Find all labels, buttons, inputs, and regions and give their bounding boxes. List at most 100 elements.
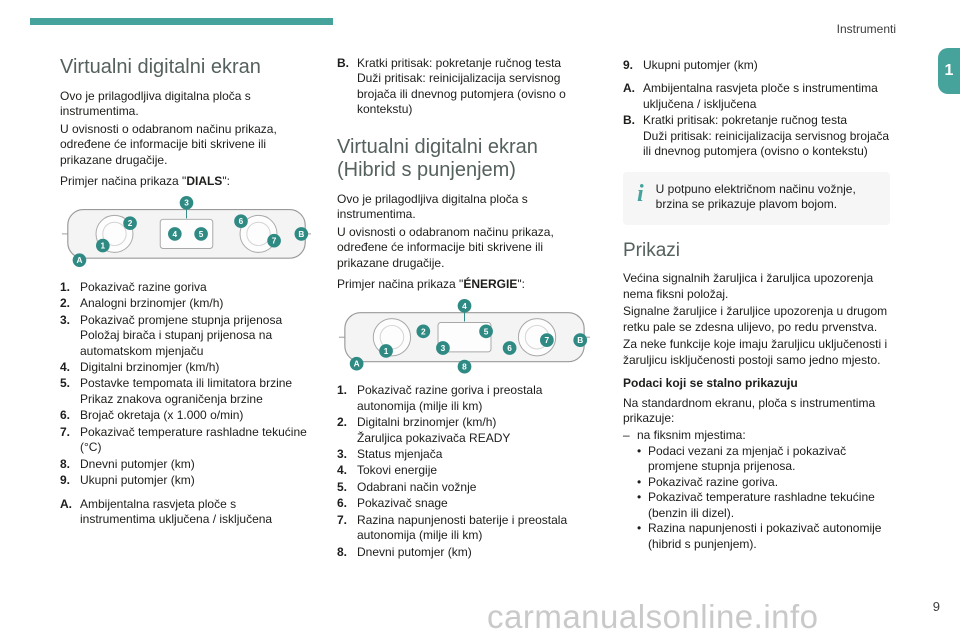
list-item-number: 2. xyxy=(60,296,71,311)
section-header: Instrumenti xyxy=(836,22,896,36)
example-prefix: Primjer načina prikaza " xyxy=(337,277,464,292)
legend-list: 1.Pokazivač razine goriva 2.Analogni brz… xyxy=(60,280,313,528)
example-mode: ÉNERGIE xyxy=(463,277,518,292)
dash-list-item: – na fiksnim mjestima: xyxy=(623,428,890,443)
callout: 3 xyxy=(179,195,194,210)
callout: 5 xyxy=(194,226,208,241)
callout: 4 xyxy=(457,298,472,313)
legend-list: 1.Pokazivač razine goriva i preostala au… xyxy=(337,383,592,560)
paragraph: U ovisnosti o odabranom načinu prikaza, … xyxy=(60,121,277,167)
paragraph: Ovo je prilagodljiva digitalna ploča s i… xyxy=(60,89,251,119)
svg-text:A: A xyxy=(354,358,360,368)
list-item-text: Ambijentalna rasvjeta ploče s instrument… xyxy=(80,496,273,527)
bullet-marker: • xyxy=(637,521,642,536)
list-item-text: Digitalni brzinomjer (km/h) Žaruljica po… xyxy=(357,415,511,445)
list-item: 5.Odabrani način vožnje xyxy=(337,480,592,495)
example-suffix: ": xyxy=(517,277,525,292)
dash-marker: – xyxy=(623,428,630,443)
list-item-number: 8. xyxy=(337,544,348,559)
bullet-list-item: • Podaci vezani za mjenjač i pokazivač p… xyxy=(637,444,890,475)
svg-text:6: 6 xyxy=(239,217,244,226)
list-item: 2. Analogni brzinomjer (km/h) xyxy=(60,296,313,311)
callout: 1 xyxy=(379,343,393,358)
list-item-number: A. xyxy=(623,81,635,96)
list-item-text: Pokazivač temperature rashladne tekućine… xyxy=(80,424,307,455)
list-item-number: 8. xyxy=(60,456,71,471)
list-item-text: Digitalni brzinomjer (km/h) xyxy=(80,360,220,374)
list-item-text: Dnevni putomjer (km) xyxy=(80,456,195,471)
list-item-number: 7. xyxy=(60,424,71,439)
list-item-text: Status mjenjača xyxy=(357,447,443,462)
svg-text:1: 1 xyxy=(384,346,389,356)
callout: 7 xyxy=(540,332,554,347)
svg-text:2: 2 xyxy=(128,219,133,228)
bullet-list-item: • Pokazivač razine goriva. xyxy=(637,475,890,490)
column-right: 9.Ukupni putomjer (km) A.Ambijentalna ra… xyxy=(623,56,890,552)
bullet-item-text: Pokazivač razine goriva. xyxy=(648,474,779,489)
list-item-number: 3. xyxy=(60,312,71,327)
svg-text:A: A xyxy=(76,256,82,265)
list-item-text: Odabrani način vožnje xyxy=(357,479,477,494)
chapter-number: 1 xyxy=(944,62,954,79)
instrument-cluster-diagram: 3 1 2 4 5 6 7 B A xyxy=(61,195,312,267)
list-item-number: 5. xyxy=(60,376,71,391)
callout: 6 xyxy=(502,340,517,355)
bullet-item-text: Razina napunjenosti i pokazivač autonomi… xyxy=(648,521,882,551)
list-item-text: Ambijentalna rasvjeta ploče s instrument… xyxy=(643,81,878,111)
list-item-number: 4. xyxy=(337,463,348,478)
bullet-marker: • xyxy=(637,443,642,458)
svg-text:2: 2 xyxy=(421,326,426,336)
column-middle: B. Kratki pritisak: pokretanje ručnog tes… xyxy=(337,56,592,561)
list-item: 8. Dnevni putomjer (km) xyxy=(337,545,592,560)
list-item-text: Kratki pritisak: pokretanje ručnog testa… xyxy=(357,56,566,117)
svg-text:4: 4 xyxy=(462,300,467,310)
list-item: 5. Postavke tempomata ili limitatora brzi… xyxy=(60,376,313,407)
info-note: i U potpuno električnom načinu vožnje, b… xyxy=(623,171,890,225)
list-item-number: 1. xyxy=(337,383,348,398)
list-item: 4. Tokovi energije xyxy=(337,463,592,478)
paragraph: Signalne žaruljice i žaruljice upozorenj… xyxy=(623,304,888,334)
list-item-number: 6. xyxy=(60,408,71,423)
list-item-text: Tokovi energije xyxy=(357,463,438,478)
figure-dials-cluster: 3 1 2 4 5 6 7 B A xyxy=(60,194,313,272)
svg-text:5: 5 xyxy=(484,326,489,336)
list-item-text: Postavke tempomata ili limitatora brzine… xyxy=(80,376,293,406)
list-item-number: 9. xyxy=(623,58,634,72)
callout: B xyxy=(294,226,309,241)
list-item-number: 4. xyxy=(60,360,71,374)
column-left: Virtualni digitalni ekran Ovo je prilago… xyxy=(60,56,313,529)
list-item-text: Kratki pritisak: pokretanje ručnog testa… xyxy=(643,113,890,159)
svg-text:5: 5 xyxy=(199,230,204,239)
page-number: 9 xyxy=(932,599,940,614)
subsection-title: Podaci koji se stalno prikazuju xyxy=(623,376,798,391)
list-item-text: Analogni brzinomjer (km/h) xyxy=(80,296,224,311)
list-item-number: A. xyxy=(60,496,72,511)
list-item-number: B. xyxy=(337,56,349,70)
list-item: 6.Brojač okretaja (x 1.000 o/min) xyxy=(60,408,313,423)
callout: A xyxy=(72,253,87,267)
list-item-text: Pokazivač promjene stupnja prijenosa Pol… xyxy=(80,312,283,358)
instrument-cluster-diagram: A 1 2 3 4 5 6 7 8 B xyxy=(338,298,591,374)
list-item: 2.Digitalni brzinomjer (km/h) Žaruljica … xyxy=(337,415,592,446)
list-item-text: Ukupni putomjer (km) xyxy=(80,473,195,488)
bullet-item-text: Podaci vezani za mjenjač i pokazivač pro… xyxy=(648,443,847,474)
list-item: 6.Pokazivač snage xyxy=(337,496,592,511)
paragraph: Na standardnom ekranu, ploča s instrumen… xyxy=(623,395,876,425)
callout: 6 xyxy=(234,214,248,228)
list-item-number: 7. xyxy=(337,512,348,527)
list-item-text: Dnevni putomjer (km) xyxy=(357,544,472,559)
example-line: Primjer načina prikaza "DIALS": xyxy=(60,174,313,189)
callout: 4 xyxy=(168,226,182,241)
list-item-number: 1. xyxy=(60,279,71,294)
section-title: Prikazi xyxy=(623,239,681,261)
example-line: Primjer načina prikaza "ÉNERGIE": xyxy=(337,277,592,292)
list-item: B. Kratki pritisak: pokretanje ručnog tes… xyxy=(337,56,592,118)
list-item: 3. Pokazivač promjene stupnja prijenosa P… xyxy=(60,313,313,359)
list-item-text: Razina napunjenosti baterije i preostala… xyxy=(357,512,568,543)
page-title: Virtualni digitalni ekran xyxy=(60,56,261,78)
svg-text:4: 4 xyxy=(173,230,178,239)
paragraph: Za neke funkcije koje imaju žaruljicu uk… xyxy=(623,337,888,367)
svg-text:3: 3 xyxy=(184,198,189,207)
svg-text:7: 7 xyxy=(272,236,277,245)
legend-list-continued: 9.Ukupni putomjer (km) A.Ambijentalna ra… xyxy=(623,58,890,160)
